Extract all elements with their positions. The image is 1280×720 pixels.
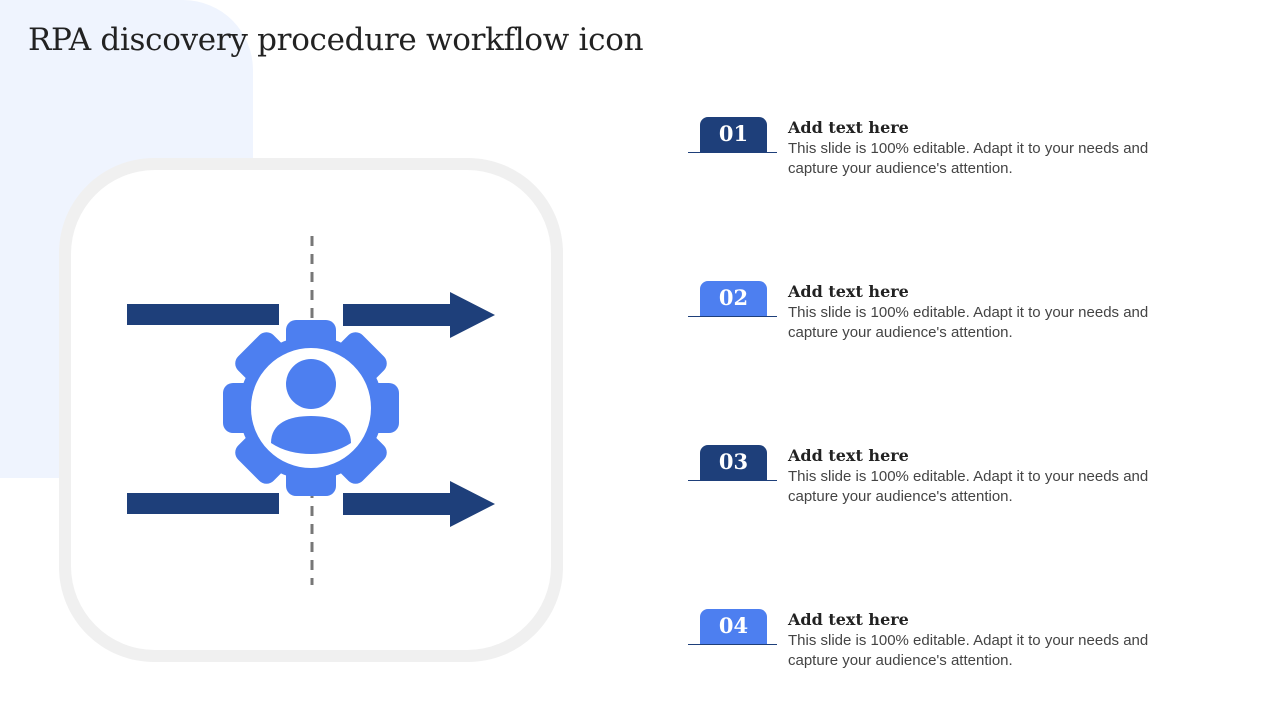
step-number-badge: 02 xyxy=(700,281,767,317)
step-underline xyxy=(688,480,777,481)
step-description: This slide is 100% editable. Adapt it to… xyxy=(788,468,1149,505)
icon-card xyxy=(59,158,563,662)
rpa-workflow-icon xyxy=(127,236,495,585)
input-bar-top xyxy=(127,304,279,325)
step-item-02: 02 Add text here This slide is 100% edit… xyxy=(688,281,1188,351)
input-bar-bottom xyxy=(127,493,279,514)
slide-title: RPA discovery procedure workflow icon xyxy=(28,22,644,58)
step-item-03: 03 Add text here This slide is 100% edit… xyxy=(688,445,1188,515)
step-underline xyxy=(688,316,777,317)
step-heading: Add text here xyxy=(788,118,909,137)
icon-card-inner xyxy=(71,170,551,650)
user-icon xyxy=(271,359,351,454)
step-underline xyxy=(688,644,777,645)
step-underline xyxy=(688,152,777,153)
step-number-badge: 04 xyxy=(700,609,767,645)
step-heading: Add text here xyxy=(788,610,909,629)
step-description: This slide is 100% editable. Adapt it to… xyxy=(788,304,1149,341)
step-description: This slide is 100% editable. Adapt it to… xyxy=(788,140,1149,177)
step-number-badge: 01 xyxy=(700,117,767,153)
step-number-badge: 03 xyxy=(700,445,767,481)
step-heading: Add text here xyxy=(788,282,909,301)
step-item-01: 01 Add text here This slide is 100% edit… xyxy=(688,117,1188,187)
arrow-right-icon xyxy=(343,292,495,338)
step-item-04: 04 Add text here This slide is 100% edit… xyxy=(688,609,1188,679)
arrow-right-icon xyxy=(343,481,495,527)
step-heading: Add text here xyxy=(788,446,909,465)
step-description: This slide is 100% editable. Adapt it to… xyxy=(788,632,1149,669)
